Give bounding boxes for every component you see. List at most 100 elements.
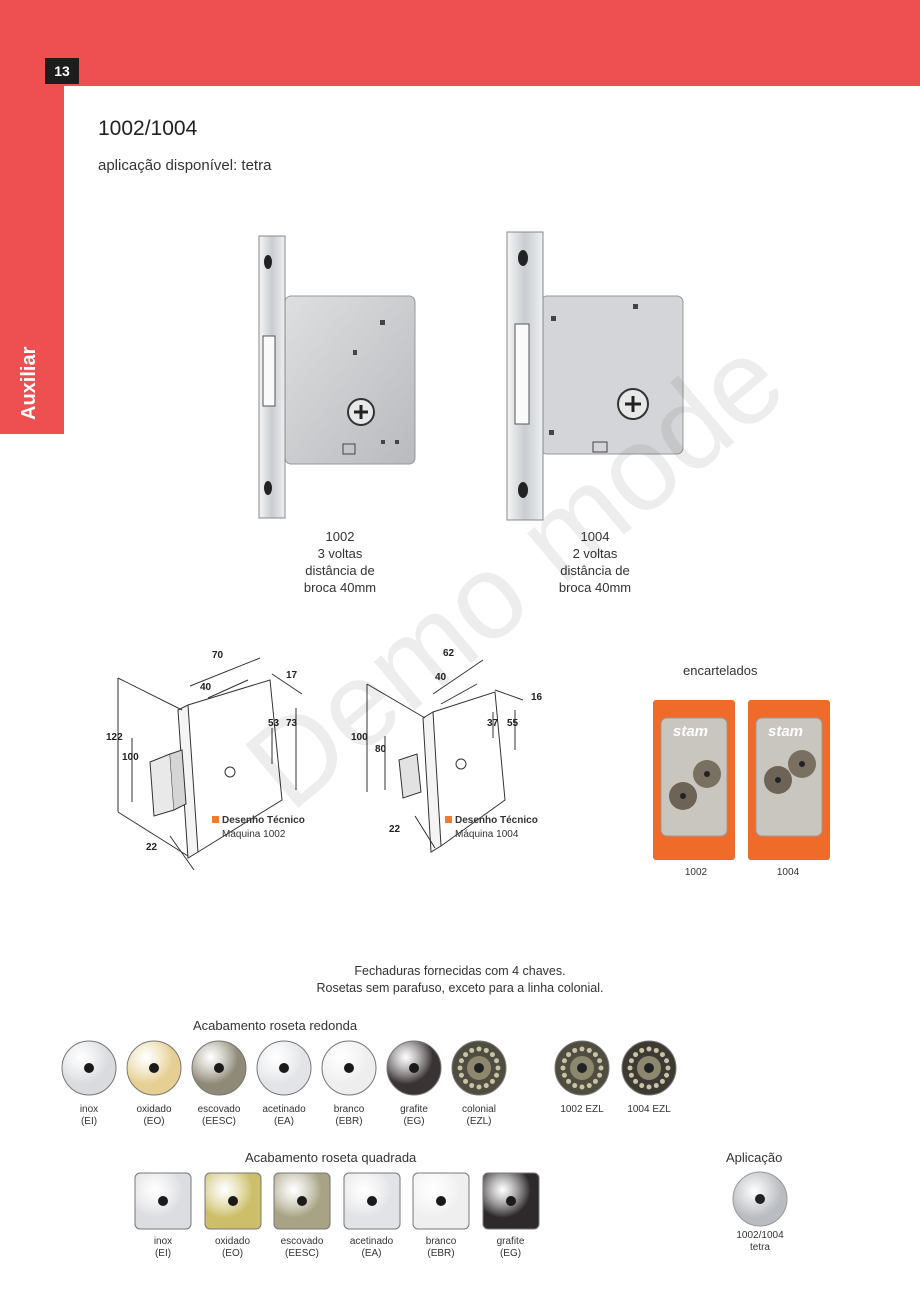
finish-caption: 1002 EZL: [549, 1104, 615, 1116]
header-bar: [0, 0, 920, 86]
finish-caption: branco(EBR): [408, 1236, 474, 1260]
dim-label: 62: [443, 648, 455, 659]
tech-label-1004: Desenho Técnico Máquina 1004: [445, 814, 538, 842]
square-rosette-icon: [134, 1172, 192, 1230]
finish-caption: grafite(EG): [478, 1236, 544, 1260]
finish-caption: branco(EBR): [316, 1104, 382, 1128]
finish-caption: acetinado(EA): [251, 1104, 317, 1128]
page-title: 1002/1004: [98, 117, 198, 140]
caption-line: oxidado: [214, 1236, 251, 1247]
marker-square: [212, 816, 219, 823]
caption-line: (EBR): [427, 1248, 455, 1259]
caption-line: (EZL): [466, 1116, 492, 1127]
technical-drawing-1002: 70 40 17 122 100 53 73 22: [106, 650, 303, 871]
finish-caption: escovado(EESC): [269, 1236, 335, 1260]
pack-caption-1004: 1004: [776, 867, 800, 878]
caption-line: 1002 EZL: [560, 1104, 604, 1115]
dim-label: 55: [507, 718, 519, 729]
product-caption-1002: 1002 3 voltas distância de broca 40mm: [290, 528, 390, 596]
caption-line: inox: [79, 1104, 99, 1115]
round-rosette-icon: [451, 1040, 507, 1096]
dim-label: 16: [531, 692, 543, 703]
blister-pack-1004: stam: [748, 700, 830, 860]
square-rosette-icon: [343, 1172, 400, 1230]
caption-line: broca 40mm: [558, 580, 632, 595]
page-number: 13: [45, 58, 79, 84]
brand-label: stam: [673, 723, 708, 740]
finish-caption: colonial(EZL): [446, 1104, 512, 1128]
tech-label-1002: Desenho Técnico Máquina 1002: [212, 814, 305, 842]
round-rosette-icon: [321, 1040, 377, 1096]
finish-caption: escovado(EESC): [186, 1104, 252, 1128]
caption-line: (EBR): [335, 1116, 363, 1127]
blister-pack-1002: stam: [653, 700, 735, 860]
application-title: Aplicação: [726, 1150, 783, 1165]
round-rosette-icon: [61, 1040, 117, 1096]
caption-line: (EG): [403, 1116, 425, 1127]
finish-caption: inox(EI): [56, 1104, 122, 1128]
finish-caption: grafite(EG): [381, 1104, 447, 1128]
caption-line: 2 voltas: [572, 546, 618, 561]
caption-line: (EA): [361, 1248, 382, 1259]
dim-label: 122: [106, 732, 123, 743]
square-rosette-icon: [273, 1172, 331, 1230]
note-line: Rosetas sem parafuso, exceto para a linh…: [316, 981, 604, 995]
dim-label: 40: [435, 672, 447, 683]
technical-drawing-1004: 62 40 16 100 80 37 55 22: [351, 648, 543, 853]
caption-line: broca 40mm: [303, 580, 377, 595]
pack-caption-1002: 1002: [684, 867, 708, 878]
caption-line: acetinado: [262, 1104, 306, 1115]
caption-line: (EI): [154, 1248, 172, 1259]
caption-line: 1002: [325, 529, 355, 544]
dim-label: 53: [268, 718, 280, 729]
note-line: Fechaduras fornecidas com 4 chaves.: [354, 964, 566, 978]
dim-label: 40: [200, 682, 212, 693]
caption-line: acetinado: [349, 1236, 394, 1247]
caption-line: 1004 EZL: [627, 1104, 671, 1115]
dim-label: 37: [487, 718, 499, 729]
dim-label: 22: [146, 842, 158, 853]
square-rosette-icon: [482, 1172, 539, 1230]
application-caption: 1002/1004 tetra: [727, 1230, 793, 1254]
dim-label: 70: [212, 650, 224, 661]
round-rosette-icon: [386, 1040, 442, 1096]
caption-line: (EA): [274, 1116, 294, 1127]
round-rosette-icon: [191, 1040, 247, 1096]
caption-line: (EESC): [202, 1116, 236, 1127]
finish-caption: acetinado(EA): [339, 1236, 405, 1260]
brand-label: stam: [768, 723, 803, 740]
dim-label: 80: [375, 744, 387, 755]
caption-line: grafite: [400, 1104, 428, 1115]
caption-line: distância de: [305, 563, 375, 578]
caption-line: inox: [153, 1236, 173, 1247]
dim-label: 73: [286, 718, 298, 729]
caption-line: grafite: [496, 1236, 525, 1247]
dim-label: 22: [389, 824, 401, 835]
caption-line: oxidado: [136, 1104, 172, 1115]
caption-line: (EO): [221, 1248, 244, 1259]
round-rosette-icon: [126, 1040, 182, 1096]
lock-1004-image: [506, 231, 684, 521]
marker-square: [445, 816, 452, 823]
caption-line: tetra: [749, 1242, 770, 1253]
notes: Fechaduras fornecidas com 4 chaves. Rose…: [220, 963, 700, 997]
caption-line: 1004: [580, 529, 610, 544]
product-caption-1004: 1004 2 voltas distância de broca 40mm: [545, 528, 645, 596]
dim-label: 100: [122, 752, 139, 763]
caption-line: distância de: [560, 563, 630, 578]
dim-label: 17: [286, 670, 298, 681]
finish-caption: 1004 EZL: [616, 1104, 682, 1116]
finish-caption: inox(EI): [130, 1236, 196, 1260]
application-rosette-icon: [732, 1171, 788, 1227]
caption-line: branco: [333, 1104, 365, 1115]
tech-label-title: Desenho Técnico: [455, 815, 538, 826]
caption-line: (EG): [499, 1248, 522, 1259]
round-rosette-icon: [621, 1040, 677, 1096]
tech-label-title: Desenho Técnico: [222, 815, 305, 826]
caption-line: (EO): [143, 1116, 165, 1127]
dim-label: 100: [351, 732, 368, 743]
caption-line: escovado: [197, 1104, 241, 1115]
tech-label-text: Máquina 1002: [222, 829, 286, 840]
round-rosette-icon: [256, 1040, 312, 1096]
page-subtitle: aplicação disponível: tetra: [98, 157, 272, 174]
